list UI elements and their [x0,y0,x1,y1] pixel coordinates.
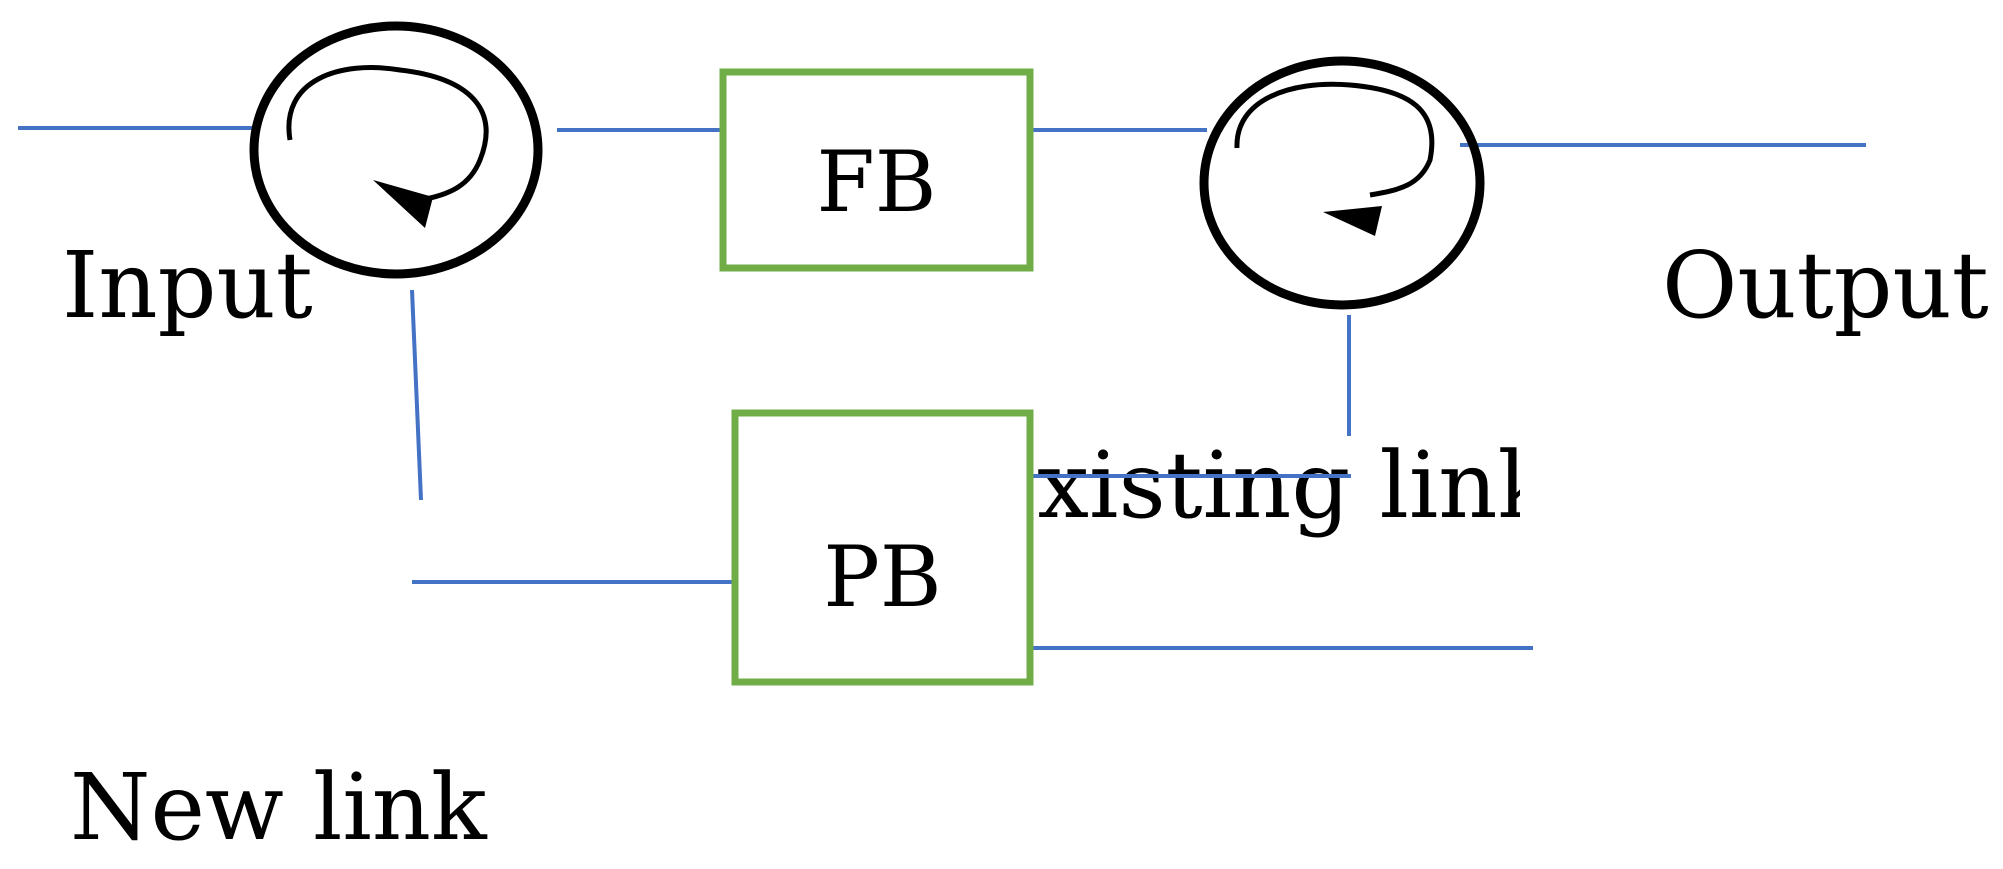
circ1-down-line [410,289,423,501]
pb-block-fill [735,413,1030,682]
fiber-lines [18,126,1866,650]
fb-block [719,68,1034,272]
existing-link-label-wrap: Existing link [1000,440,1520,550]
fb-label: FB [816,133,937,231]
pb-block [731,409,1034,686]
input-label: Input [62,232,313,339]
circulator-left-icon [249,21,543,279]
new-link-label: New link [70,754,487,861]
pb-label: PB [823,528,942,626]
output-label: Output [1662,232,1989,339]
existing-link-label: Existing link [1000,440,1520,539]
circulator-right-icon [1199,56,1485,310]
